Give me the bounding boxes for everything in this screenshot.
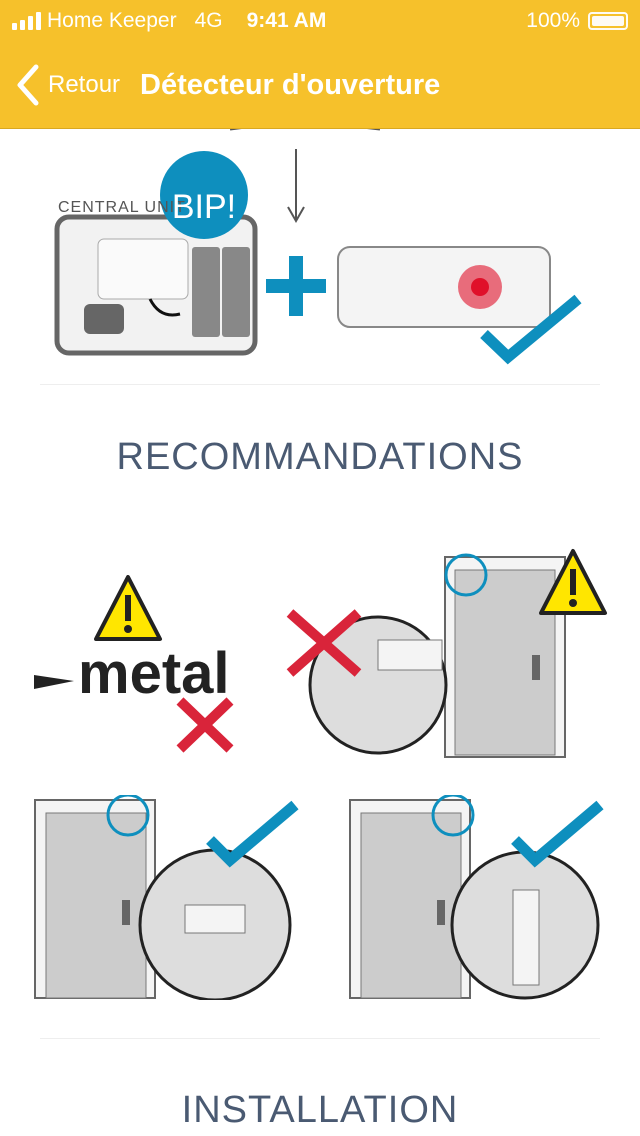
error-x-icon bbox=[176, 697, 234, 753]
recommendations-heading: RECOMMANDATIONS bbox=[116, 436, 524, 478]
central-unit-label: CENTRAL UNIT bbox=[58, 199, 186, 216]
battery-percent: 100% bbox=[526, 9, 580, 32]
pairing-illustration bbox=[54, 129, 582, 365]
correct-placement-1-illustration bbox=[34, 795, 299, 1000]
metal-warning-illustration: metal bbox=[34, 575, 234, 753]
wrong-placement-illustration bbox=[286, 549, 607, 758]
status-bar: Home Keeper 4G 9:41 AM 100% bbox=[12, 8, 628, 34]
signal-icon bbox=[12, 12, 41, 30]
divider bbox=[40, 1038, 600, 1039]
installation-heading: INSTALLATION bbox=[181, 1089, 459, 1131]
page-title: Détecteur d'ouverture bbox=[140, 68, 441, 101]
network: 4G bbox=[194, 9, 223, 32]
header: Home Keeper 4G 9:41 AM 100% Retour Détec… bbox=[0, 0, 640, 129]
nav-bar: Retour Détecteur d'ouverture bbox=[0, 60, 640, 110]
time: 9:41 AM bbox=[246, 9, 327, 32]
bip-label: BIP! bbox=[171, 188, 237, 226]
back-label: Retour bbox=[48, 71, 121, 98]
metal-logo: metal bbox=[78, 641, 230, 706]
warning-icon bbox=[539, 549, 607, 615]
chevron-left-icon bbox=[17, 64, 39, 106]
battery-icon bbox=[588, 12, 628, 30]
bip-badge bbox=[160, 151, 248, 239]
error-x-icon bbox=[286, 609, 362, 677]
metal-logo-mark bbox=[34, 675, 74, 689]
divider bbox=[40, 384, 600, 385]
correct-placement-2-illustration bbox=[349, 795, 604, 1000]
carrier: Home Keeper bbox=[47, 9, 177, 32]
warning-icon bbox=[94, 575, 162, 641]
back-button[interactable]: Retour bbox=[16, 64, 120, 106]
